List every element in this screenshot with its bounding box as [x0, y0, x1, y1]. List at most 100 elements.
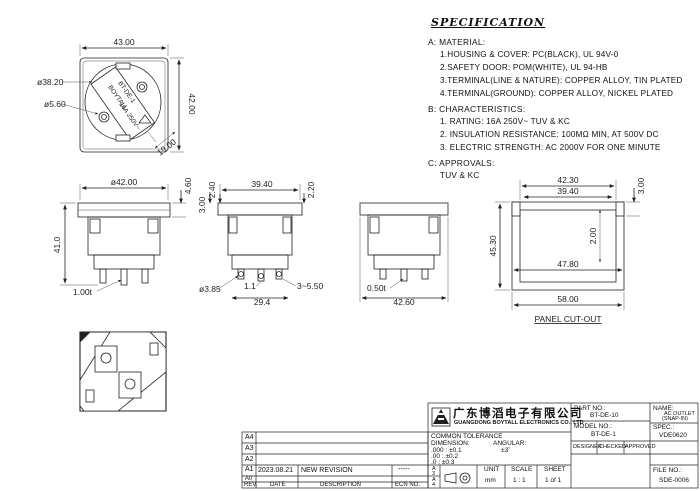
front-terminal-right: [141, 268, 149, 284]
rear-corner-cut: [79, 331, 91, 343]
spec-line: 1. RATING: 16A 250V~ TUV & KC: [440, 117, 570, 126]
rear-tab-bottom-hole: [124, 378, 136, 390]
panel-3940-label: 39.40: [557, 186, 579, 196]
company-name-cn: 广东博滔电子有限公司: [453, 408, 583, 420]
spec-line: TUV & KC: [440, 171, 480, 180]
rear-tab-bottom: [118, 371, 142, 399]
front-latch-left: [89, 218, 101, 234]
front-latch-right: [147, 218, 159, 234]
top-view-square: [79, 57, 169, 153]
side-width-label: 39.40: [251, 179, 273, 189]
earth-symbol: [138, 114, 152, 124]
spec-section-approvals: C: APPROVALS: TUV & KC: [428, 158, 696, 180]
top-view: BOYTALL BT-DE-1 16A 250V~ 43.00 42.00 ø3…: [37, 37, 197, 158]
revision-table: [241, 431, 429, 489]
spec-line: 3.TERMINAL(LINE & NATURE): COPPER ALLOY,…: [440, 76, 683, 85]
scale-value: 1 : 1: [513, 477, 526, 484]
pin-hole-left: [98, 111, 110, 123]
model-no-label: MODEL NO.:: [574, 423, 613, 430]
tolerance-row: .000 : ±0.1: [431, 447, 462, 454]
side-d385-label: ø3.85: [199, 284, 221, 294]
front-view: ø42.00 41.0 4.60 1.00t: [52, 177, 193, 297]
top-diameter-label: ø38.20: [37, 77, 64, 87]
pin-hole-right: [136, 81, 148, 93]
spec-line: 4.TERMINAL(GROUND): COPPER ALLOY, NICKEL…: [440, 89, 674, 98]
side-terminal-hole-right: [276, 271, 282, 277]
side-d220-label: 2.20: [306, 181, 316, 198]
panel-inner: [519, 209, 617, 283]
specification-title: SPECIFICATION: [431, 16, 546, 29]
rear-tab-top-hole: [100, 352, 112, 364]
side-terminal-right: [275, 268, 283, 280]
side-view: 39.40 3.00 2.40 2.20 ø3.85 1.1 3~5.50 29…: [197, 179, 324, 307]
rev-a0-ecn: -----: [398, 466, 410, 473]
file-no-value: SDE-0006: [659, 477, 689, 484]
specification-panel: SPECIFICATION A: MATERIAL: 1.HOUSING & C…: [428, 10, 696, 186]
panel-cutout-label: PANEL CUT-OUT: [534, 314, 601, 324]
front-pitch-label: 1.00t: [73, 287, 93, 297]
side-letter: 3: [432, 471, 436, 477]
side-body: [227, 214, 293, 256]
rev-header-rev: REV.: [244, 482, 258, 488]
rev-a1: A1: [245, 466, 254, 473]
rear-slot-left: [85, 389, 95, 403]
side-base: [231, 254, 289, 270]
company-name-en: GUANGDONG BOYTALL ELECTRONICS CO., LTD: [454, 420, 584, 426]
rear-latch-left: [369, 216, 380, 234]
panel-notch-left: [511, 201, 521, 217]
rear-base: [373, 254, 435, 270]
sheet-label: SHEET: [544, 466, 566, 473]
checked-label: CHECKED: [599, 444, 626, 450]
rev-a0: A0: [245, 476, 253, 482]
front-pitch-leader: [96, 279, 122, 292]
side-letter: A: [432, 466, 436, 472]
title-block: [427, 402, 699, 489]
spec-line: 1.HOUSING & COVER: PC(BLACK), UL 94V-0: [440, 50, 619, 59]
rear-terminal-left: [379, 268, 387, 280]
panel-4530-label: 45.30: [488, 235, 498, 257]
spec-value: VDE0620: [659, 432, 687, 439]
file-no-label: FILE NO.:: [653, 467, 682, 474]
top-hole-label: ø5.60: [44, 99, 66, 109]
socket-insert: [90, 66, 156, 140]
panel-300-label: 3.00: [636, 177, 646, 194]
front-body: [87, 216, 161, 256]
side-terminal-hole-left: [238, 271, 244, 277]
tolerance-title: COMMON TOLERANCE: [431, 433, 503, 440]
rev-header-date: DATE: [270, 482, 286, 488]
side-d385-leader: [217, 275, 239, 290]
designer-label: DESIGNER: [573, 444, 602, 450]
front-terminal-left: [99, 268, 107, 284]
rear-thick-label: 0.50t: [367, 283, 387, 293]
rev-header-desc: DESCRIPTION: [320, 482, 362, 488]
rev-a0-desc: NEW REVISION: [301, 467, 353, 474]
pin-hole-right-inner: [139, 84, 145, 90]
spec-line: 2.SAFETY DOOR: POM(WHITE), UL 94-HB: [440, 63, 608, 72]
model-no-value: BT-DE-1: [591, 431, 616, 438]
spec-line: 3. ELECTRIC STRENGTH: AC 2000V FOR ONE M…: [440, 143, 661, 152]
panel-4230-label: 42.30: [557, 175, 579, 185]
rev-a3: A3: [245, 445, 254, 452]
rear-latch-right: [428, 216, 439, 234]
name-line: AC OUTLET: [664, 411, 695, 417]
side-latch-right: [282, 216, 292, 234]
third-angle-icon: [444, 471, 472, 484]
unit-value: mm: [485, 477, 496, 484]
scale-label: SCALE: [511, 466, 533, 473]
rev-a0-date: 2023.08.21: [258, 467, 294, 474]
side-letter: A: [432, 477, 436, 483]
spec-section-characteristics: B: CHARACTERISTICS: 1. RATING: 16A 250V~…: [428, 104, 696, 152]
top-hole-leader: [61, 103, 99, 115]
rev-header-ecn: ECN NO.: [395, 482, 421, 488]
front-width-label: ø42.00: [111, 177, 138, 187]
name-label: NAME:: [653, 405, 674, 412]
ground-clip-top: [115, 62, 131, 70]
rear-terminal-view: [79, 331, 167, 412]
rear-width-label: 42.60: [393, 297, 415, 307]
rear-terminal-right: [421, 268, 429, 280]
top-diag-label: 19.00: [155, 136, 178, 157]
rear-view: 0.50t 42.60: [359, 202, 449, 307]
side-d550-label: 3~5.50: [297, 281, 324, 291]
top-view-inner-square: [82, 60, 166, 150]
